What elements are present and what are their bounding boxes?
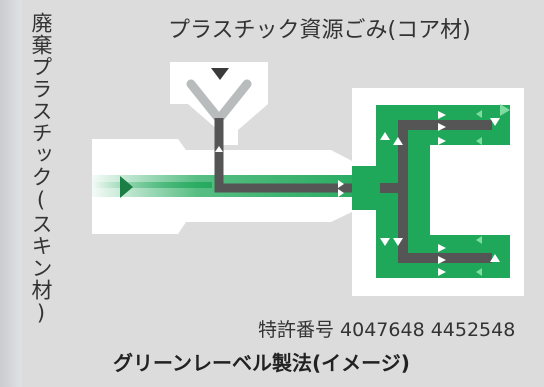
skin-material-label: 廃棄プラスチック(スキン材) [29, 12, 53, 326]
skin-flow-thin-line [92, 182, 212, 188]
flow-arrow-icon [476, 236, 482, 244]
flow-arrow-icon [438, 123, 446, 131]
patent-number: 特許番号 4047648 4452548 [258, 319, 516, 341]
flow-arrow-icon [438, 111, 446, 119]
flow-arrow-icon [438, 244, 446, 252]
flow-arrow-icon [476, 137, 482, 145]
flow-arrow-icon [476, 110, 482, 118]
flow-arrow-icon [476, 268, 482, 276]
flow-arrow-icon [393, 238, 403, 246]
cavity-flow-arrows [380, 111, 500, 276]
flow-arrow-icon [438, 137, 446, 145]
flow-arrow-icon [215, 146, 223, 152]
flow-arrow-icon [380, 238, 390, 246]
skin-material-cavity [352, 105, 510, 278]
flow-arrow-icon [380, 132, 390, 140]
flow-arrow-icon [438, 268, 446, 276]
flow-arrow-icon [338, 180, 344, 188]
flow-arrow-icon [438, 256, 446, 264]
flow-arrow-icon [500, 104, 510, 116]
core-material-label: プラスチック資源ごみ(コア材) [168, 18, 471, 43]
core-flow-line [214, 118, 392, 193]
flow-arrow-icon [338, 189, 344, 197]
flow-arrow-icon [490, 254, 500, 262]
cavity-green-arrows [476, 104, 510, 276]
flow-arrow-icon [393, 137, 403, 145]
flow-arrow-icon [490, 118, 500, 126]
core-connection [380, 183, 408, 193]
core-material-cavity [391, 120, 492, 263]
skin-inlet-arrow-icon [120, 176, 133, 198]
diagram-caption: グリーンレーベル製法(イメージ) [113, 351, 410, 375]
core-inlet-arrow-icon [211, 68, 229, 80]
